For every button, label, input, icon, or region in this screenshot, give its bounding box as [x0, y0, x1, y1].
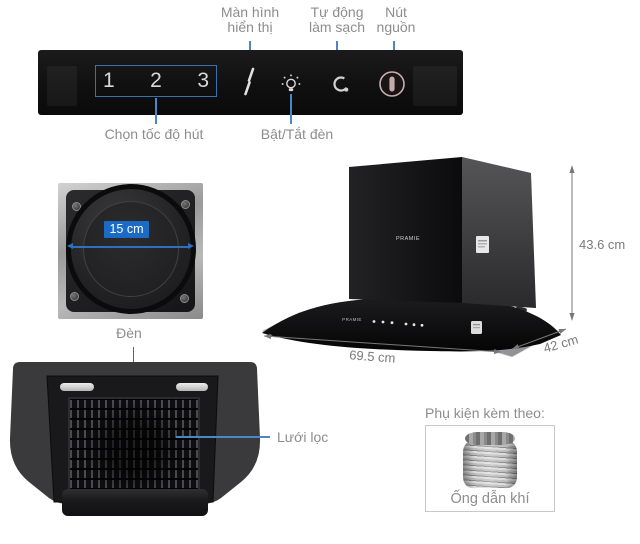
speed-select-outline: 1 2 3 — [95, 65, 217, 97]
auto-clean-label: Tự động làm sạch — [309, 5, 365, 35]
display-label-line2: hiển thị — [227, 19, 273, 35]
display-label: Màn hình hiển thị — [221, 5, 279, 35]
display-slash-icon — [244, 67, 255, 96]
depth-dimension — [511, 328, 567, 350]
width-dimension — [263, 333, 502, 355]
power-icon — [379, 71, 405, 97]
power-label: Nút nguồn — [377, 5, 416, 35]
power-label-line1: Nút — [385, 4, 407, 20]
speed-3: 3 — [197, 69, 209, 92]
panel-reflection-right — [413, 66, 457, 106]
hood-image: PRAMIE PRAMIE 43.6 cm — [262, 157, 625, 366]
accessories-box: Ống dẫn khí — [425, 425, 555, 512]
canopy-sticker — [471, 321, 482, 334]
chimney-front — [349, 157, 462, 303]
panel-icons — [244, 67, 405, 97]
speed-2: 2 — [150, 69, 162, 92]
duct-outlet-image: 15 cm — [58, 183, 203, 319]
display-label-line1: Màn hình — [220, 4, 280, 20]
auto-clean-icon — [333, 76, 349, 92]
air-duct-image — [463, 432, 517, 488]
auto-clean-label-line2: làm sạch — [308, 19, 366, 35]
air-duct-rim — [465, 432, 515, 445]
panel-reflection-left — [47, 66, 77, 106]
duct-circle — [66, 184, 196, 314]
accessories-heading: Phụ kiện kèm theo: — [425, 405, 545, 421]
lamp-label: Đèn — [116, 325, 142, 341]
diameter-arrow-left-icon — [67, 243, 73, 249]
diameter-badge: 15 cm — [104, 221, 149, 238]
diameter-arrow-right-icon — [188, 243, 194, 249]
air-duct-label: Ống dẫn khí — [450, 491, 530, 507]
height-value: 43.6 cm — [579, 237, 625, 252]
grease-filter-mesh — [68, 397, 200, 492]
speed-select-callout-line — [155, 98, 157, 124]
height-dimension — [569, 165, 575, 321]
air-duct-body — [463, 441, 517, 488]
light-toggle-callout-line — [290, 94, 292, 124]
speed-1: 1 — [103, 69, 115, 92]
chimney-side — [462, 157, 536, 308]
duct-inner-ring — [83, 201, 179, 297]
filter-callout-line — [176, 436, 270, 438]
diameter-line — [73, 246, 189, 248]
lamp-strip-left — [60, 383, 94, 391]
filter-label: Lưới lọc — [277, 429, 329, 445]
power-label-line2: nguồn — [376, 19, 416, 35]
screw-icon — [70, 292, 79, 301]
canopy — [262, 298, 561, 352]
auto-clean-label-line1: Tự động — [310, 4, 364, 20]
width-value: 69.5 cm — [349, 347, 396, 365]
brand-logo: PRAMIE — [396, 236, 420, 242]
canopy-logo: PRAMIE — [342, 317, 362, 322]
touch-buttons — [372, 320, 424, 327]
light-toggle-label: Bật/Tắt đèn — [260, 126, 334, 142]
side-sticker — [476, 236, 489, 253]
screw-icon — [181, 200, 190, 209]
speed-select-label: Chọn tốc độ hút — [104, 126, 204, 142]
screw-icon — [180, 294, 189, 303]
lamp-strip-right — [176, 383, 208, 391]
underside-pedestal — [62, 489, 208, 516]
light-icon — [281, 74, 301, 92]
